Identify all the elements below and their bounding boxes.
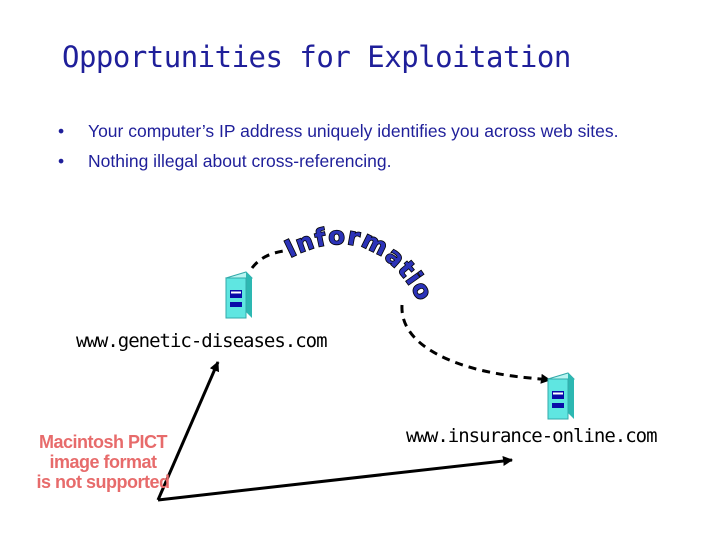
information-wordart: Information	[0, 0, 439, 306]
solid-arrow-up	[156, 361, 220, 501]
placeholder-line: Macintosh PICT	[38, 432, 168, 452]
site-label-insurance-online: www.insurance-online.com	[406, 425, 658, 447]
bullet-item: Nothing illegal about cross-referencing.	[58, 150, 678, 172]
solid-arrow-right	[157, 456, 513, 502]
slide-title: Opportunities for Exploitation	[62, 40, 571, 74]
placeholder-line: image format	[49, 452, 157, 472]
site-label-genetic-diseases: www.genetic-diseases.com	[76, 330, 328, 352]
bullet-list: Your computer’s IP address uniquely iden…	[58, 120, 678, 180]
unsupported-image-placeholder: Macintosh PICT image format is not suppo…	[28, 432, 178, 492]
dashed-flow-arrow-2	[400, 304, 551, 384]
placeholder-line: is not supported	[36, 472, 171, 492]
bullet-item: Your computer’s IP address uniquely iden…	[58, 120, 678, 142]
server-tower-icon	[225, 271, 253, 319]
server-tower-icon	[547, 372, 575, 420]
dashed-flow-arrow-1	[250, 248, 291, 269]
